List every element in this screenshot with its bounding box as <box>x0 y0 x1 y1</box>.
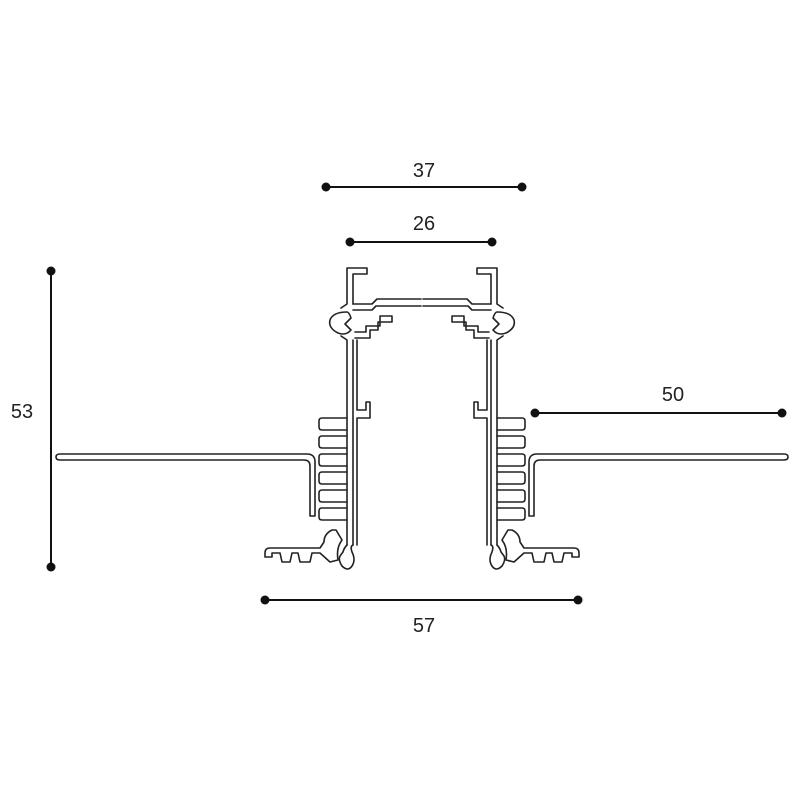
dimension-flange: 50 <box>530 384 787 418</box>
bottom-foot <box>264 529 343 563</box>
dimension-endpoint-dot <box>260 595 270 605</box>
dimension-endpoint-dot <box>345 237 355 247</box>
dimension-base: 57 <box>260 595 583 637</box>
fin <box>318 489 348 503</box>
top-channel-bridge <box>352 298 422 311</box>
dimension-label-53: 53 <box>11 401 33 423</box>
fin <box>318 471 348 485</box>
dimension-label-26: 26 <box>413 213 435 235</box>
cooling-fins <box>318 417 348 521</box>
profile-outer-wall <box>340 267 368 546</box>
dimension-top-inner: 26 <box>345 213 497 247</box>
fin <box>318 453 348 467</box>
dimension-endpoint-dot <box>573 595 583 605</box>
fin <box>318 435 348 449</box>
profile-left-half <box>55 267 422 570</box>
inner-wall <box>352 339 371 546</box>
dimension-endpoint-dot <box>46 562 56 572</box>
flange-plate <box>55 453 316 517</box>
inner-step <box>354 315 393 339</box>
dimension-endpoint-dot <box>321 182 331 192</box>
fin <box>318 507 348 521</box>
dimension-endpoint-dot <box>530 408 540 418</box>
dimension-label-57: 57 <box>413 615 435 637</box>
profile-right-half <box>422 267 789 570</box>
dimension-endpoint-dot <box>777 408 787 418</box>
dimension-endpoint-dot <box>487 237 497 247</box>
dimension-endpoint-dot <box>46 266 56 276</box>
dimension-label-50: 50 <box>662 384 684 406</box>
dimension-top-outer: 37 <box>321 160 527 192</box>
clip-groove <box>328 311 352 335</box>
dimension-height: 53 <box>11 266 56 572</box>
dimension-label-37: 37 <box>413 160 435 182</box>
fin <box>318 417 348 431</box>
base-hook <box>338 544 355 570</box>
dimension-endpoint-dot <box>517 182 527 192</box>
